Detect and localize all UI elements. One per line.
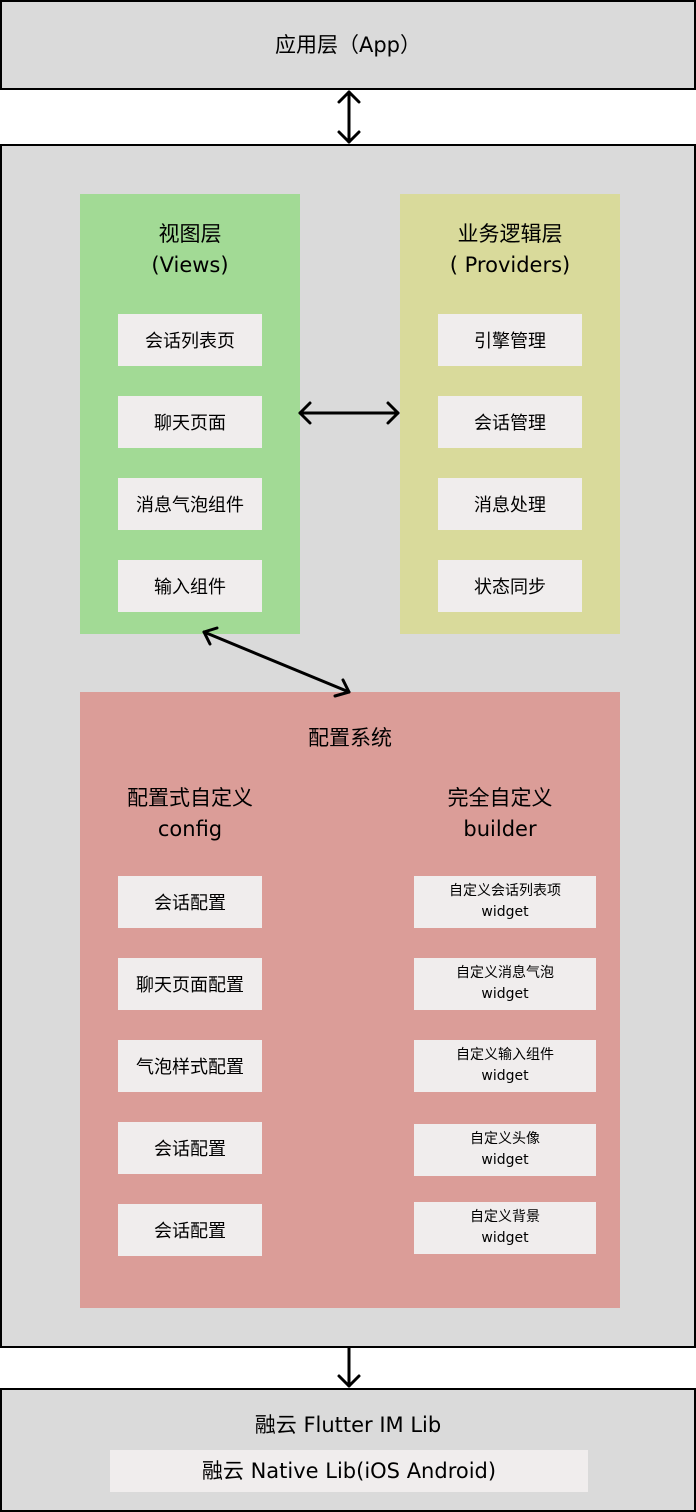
views-item: 聊天页面: [118, 396, 262, 448]
views-item: 输入组件: [118, 560, 262, 612]
app-layer-box: 应用层（App）: [0, 0, 696, 90]
builder-item: 自定义会话列表项 widget: [414, 876, 596, 928]
views-layer: 视图层 (Views) 会话列表页 聊天页面 消息气泡组件 输入组件: [80, 194, 300, 634]
config-item: 会话配置: [118, 1204, 262, 1256]
providers-item: 引擎管理: [438, 314, 582, 366]
config-system: 配置系统 配置式自定义 config 完全自定义 builder 会话配置 聊天…: [80, 692, 620, 1308]
providers-title: 业务逻辑层 ( Providers): [449, 222, 571, 277]
arrow-head: [202, 626, 219, 646]
config-system-title: 配置系统: [308, 725, 392, 750]
config-subtitle: 配置式自定义 config: [127, 786, 253, 841]
views-item: 会话列表页: [118, 314, 262, 366]
arrow-head: [337, 90, 361, 104]
providers-item: 消息处理: [438, 478, 582, 530]
app-layer-label: 应用层（App）: [274, 32, 422, 57]
views-item: 消息气泡组件: [118, 478, 262, 530]
providers-layer: 业务逻辑层 ( Providers) 引擎管理 会话管理 消息处理 状态同步: [400, 194, 620, 634]
builder-item: 自定义消息气泡 widget: [414, 958, 596, 1010]
arrow-head: [298, 401, 312, 425]
views-title: 视图层 (Views): [151, 222, 229, 277]
builder-item: 自定义输入组件 widget: [414, 1040, 596, 1092]
arrow-head: [337, 1374, 361, 1388]
builder-item: 自定义背景 widget: [414, 1202, 596, 1254]
config-item: 气泡样式配置: [118, 1040, 262, 1092]
config-item: 会话配置: [118, 1122, 262, 1174]
builder-item: 自定义头像 widget: [414, 1124, 596, 1176]
native-lib-bar: 融云 Native Lib(iOS Android): [110, 1450, 588, 1492]
providers-item: 会话管理: [438, 396, 582, 448]
flutter-lib-box: 融云 Flutter IM Lib 融云 Native Lib(iOS Andr…: [0, 1388, 696, 1512]
config-item: 会话配置: [118, 876, 262, 928]
providers-item: 状态同步: [438, 560, 582, 612]
arrow-head: [386, 401, 400, 425]
arrow-views-config: [202, 630, 351, 694]
config-item: 聊天页面配置: [118, 958, 262, 1010]
flutter-lib-title: 融云 Flutter IM Lib: [254, 1412, 442, 1437]
arrow-head: [337, 130, 361, 144]
builder-subtitle: 完全自定义 builder: [447, 786, 553, 841]
arrow-head: [333, 678, 351, 698]
